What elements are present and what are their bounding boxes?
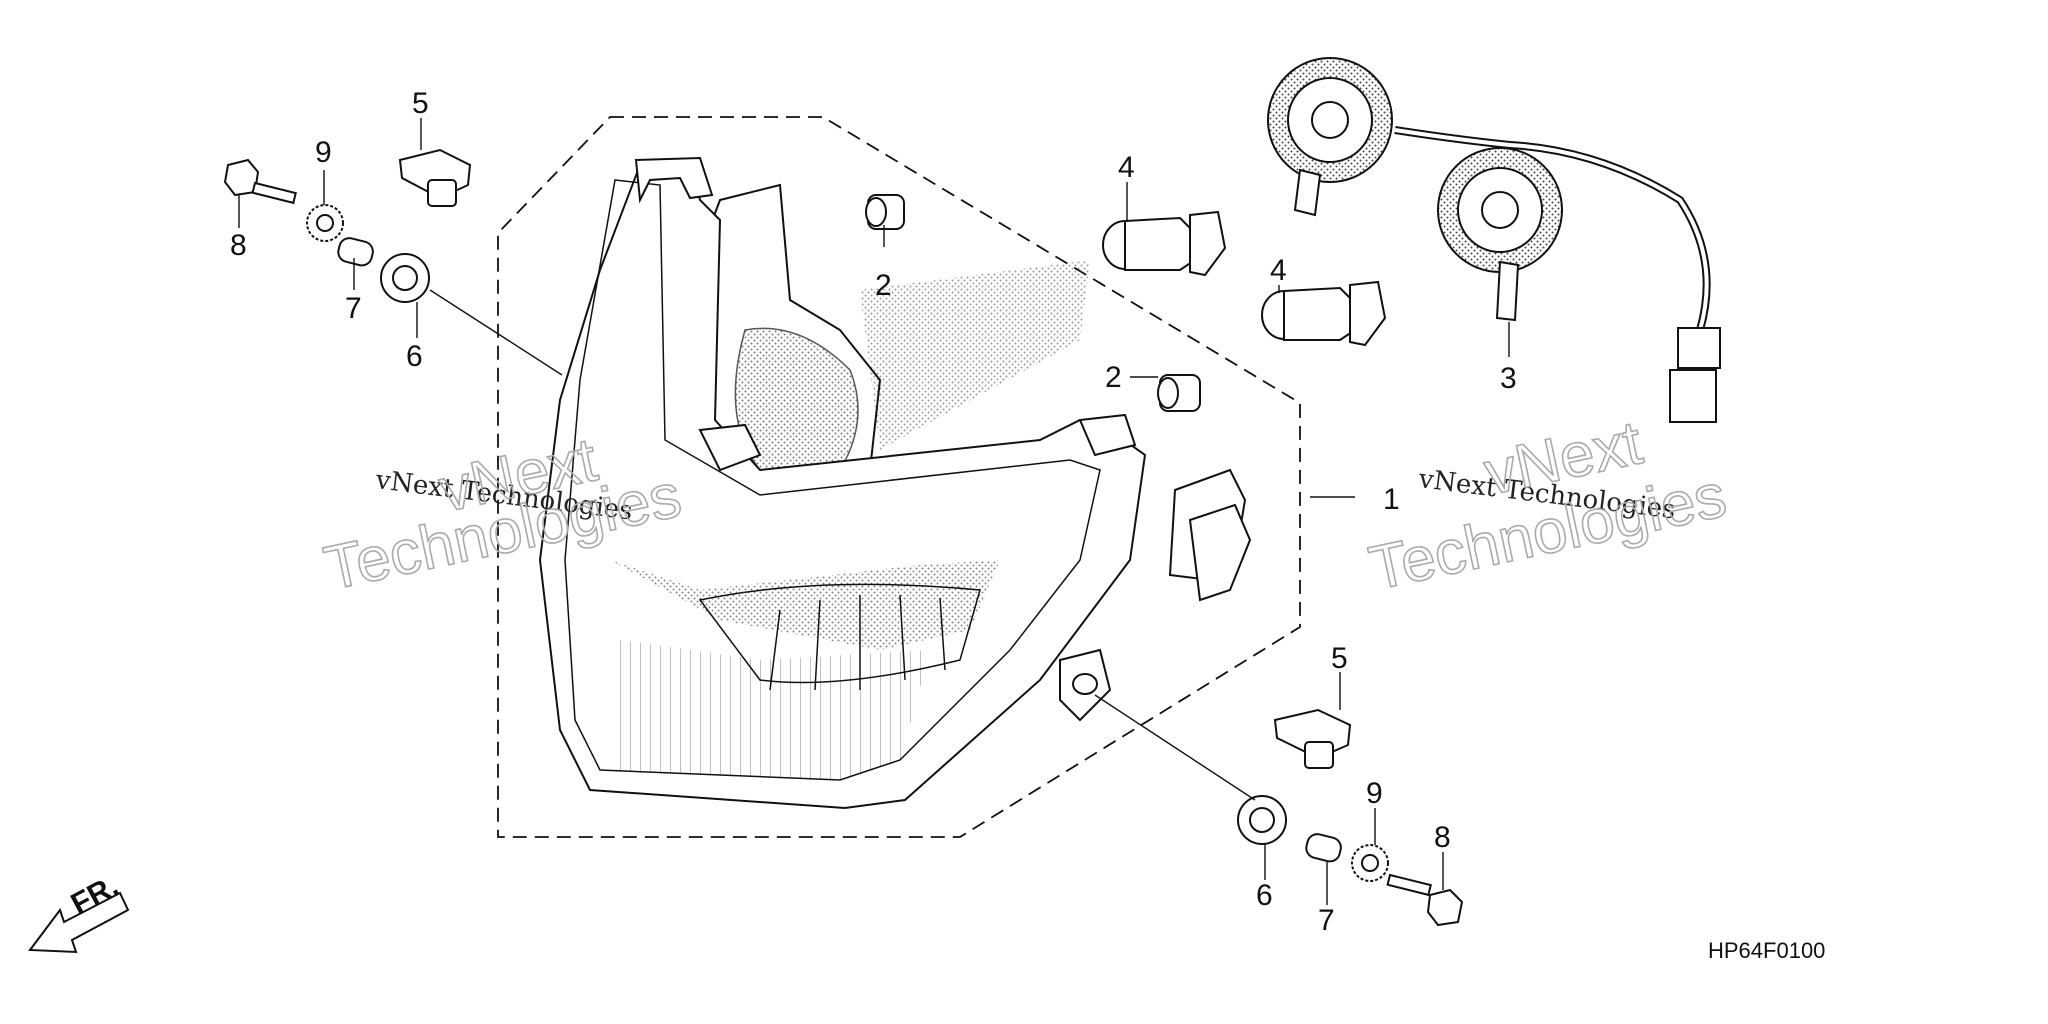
bolt-left <box>223 158 297 205</box>
grommet-upper <box>865 194 905 230</box>
callout-6-right: 6 <box>1256 879 1273 912</box>
bolt-right <box>1386 873 1464 927</box>
headlight-assembly <box>538 156 1252 810</box>
callout-4-upper: 4 <box>1118 151 1135 184</box>
bracket-left <box>398 148 472 207</box>
leader-lines <box>238 118 1510 905</box>
grommet-lower <box>1157 374 1201 412</box>
bulb-upper <box>1102 210 1227 277</box>
grommet-left <box>380 253 430 303</box>
callout-2-lower: 2 <box>1105 361 1122 394</box>
collar-left <box>337 237 374 267</box>
callout-5-left: 5 <box>412 87 429 120</box>
diagram-code: HP64F0100 <box>1708 938 1825 963</box>
callout-1: 1 <box>1383 483 1400 516</box>
socket-harness <box>1267 57 1721 423</box>
callout-3: 3 <box>1500 362 1517 395</box>
callout-5-right: 5 <box>1331 642 1348 675</box>
callout-7-left: 7 <box>345 292 362 325</box>
callout-9-right: 9 <box>1366 777 1383 810</box>
bracket-right <box>1273 708 1352 769</box>
callout-8-left: 8 <box>230 229 247 262</box>
callout-2-upper: 2 <box>875 269 892 302</box>
washer-left <box>306 204 344 242</box>
callout-7-right: 7 <box>1318 904 1335 937</box>
callout-8-right: 8 <box>1434 821 1451 854</box>
grommet-right <box>1237 795 1287 845</box>
collar-right <box>1305 833 1342 863</box>
bulb-lower <box>1261 280 1387 347</box>
callout-6-left: 6 <box>406 340 423 373</box>
callout-4-lower: 4 <box>1270 254 1287 287</box>
front-arrow-icon <box>28 891 130 954</box>
washer-right <box>1351 844 1389 882</box>
callout-9-left: 9 <box>315 136 332 169</box>
